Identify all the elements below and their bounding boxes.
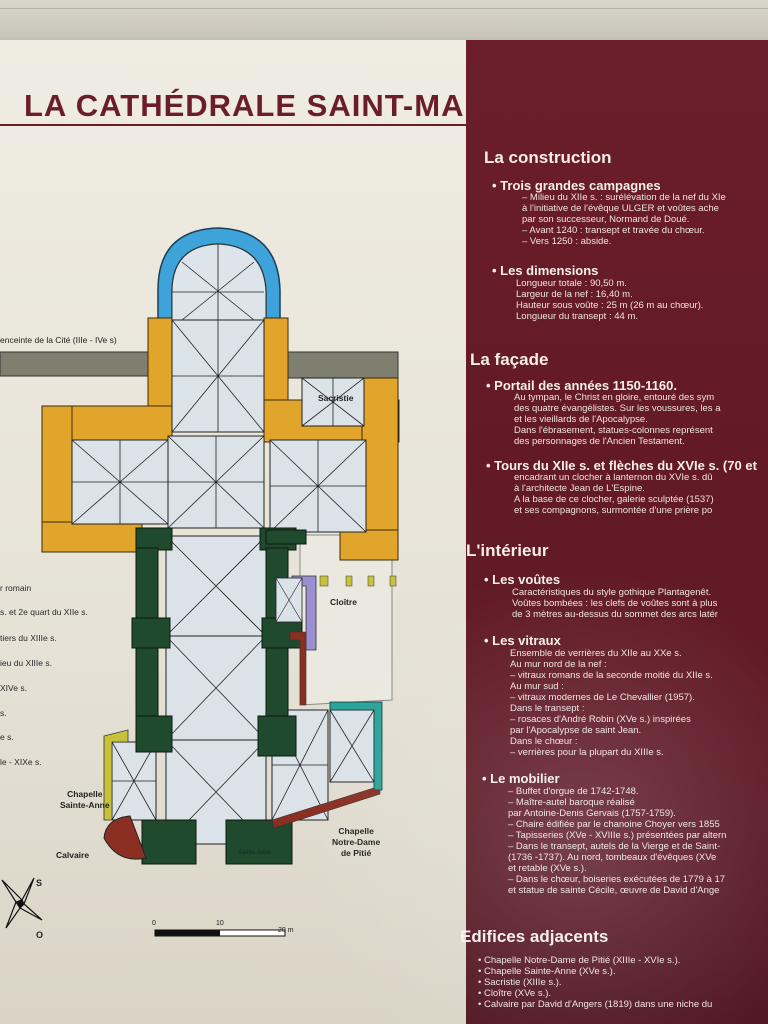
legend-item-5: s. [0,708,7,718]
text-panel [466,40,768,1024]
nave-wall-n1 [135,527,173,551]
compass-s: S [36,878,43,888]
item-vitraux-title: • Les vitraux [484,633,561,648]
enceinte-wall [0,351,161,377]
scale-zero: 0 [152,920,156,927]
sainte-anne-wall [103,729,129,821]
apse-interior [171,243,267,323]
item-tours-title: • Tours du XIIe s. et flèches du XVIe s.… [486,458,757,473]
scale-ten: 10 [216,920,224,927]
item-dimensions-title: • Les dimensions [492,263,599,278]
label-enceinte: enceinte de la Cité (IIIe - IVe s) [0,335,117,345]
item-tours-lines: encadrant un clocher à lanternon du XVIe… [514,472,714,516]
label-calvaire: Calvaire [56,850,90,860]
transept-south-bottom [339,529,399,561]
compass-icon [1,877,43,929]
stair-block [265,529,307,545]
item-dimensions-lines: Longueur totale : 90,50 m.Largeur de la … [516,278,704,322]
nave-pier-n2 [135,715,173,753]
west-tower-south [225,819,293,865]
item-mobilier-lines: – Buffet d'orgue de 1742-1748.– Maître-a… [508,786,727,896]
calvaire [103,815,147,860]
item-campagnes-title: • Trois grandes campagnes [492,178,661,193]
wall-joint [0,8,768,9]
notre-dame-teal [329,701,383,791]
scale-twenty: 20 m [278,927,294,934]
legend-item-0: r romain [0,583,32,593]
enceinte-wall-east [277,351,399,379]
heading-edifices: Edifices adjacents [460,927,609,946]
nave-pier-n1 [131,617,171,649]
heading-facade: La façade [470,350,549,369]
label-sacristie: Sacristie [318,393,354,403]
nave-pier-s2 [257,715,297,757]
legend-item-1: s. et 2e quart du XIIe s. [0,607,88,617]
heading-construction: La construction [484,148,612,167]
legend-item-3: ieu du XIIIe s. [0,658,52,668]
item-portail-title: • Portail des années 1150-1160. [486,378,678,393]
item-campagnes-lines: – Milieu du XIIe s. : surélévation de la… [522,192,726,247]
item-edifices-lines: • Chapelle Notre-Dame de Pitié (XIIIe - … [478,955,713,1010]
legend-item-4: XIVe s. [0,683,27,693]
heading-interieur: L'intérieur [466,541,549,560]
legend-item-6: e s. [0,732,14,742]
title-rule [0,124,768,126]
scale-bar [154,929,286,937]
west-tower-north [141,819,197,865]
label-cloitre: Cloître [330,597,357,607]
legend-item-2: tiers du XIIIe s. [0,633,57,643]
cloister-brown-wall [289,631,307,706]
item-mobilier-title: • Le mobilier [482,771,560,786]
item-voutes-lines: Caractéristiques du style gothique Plant… [512,587,718,620]
sign-title: LA CATHÉDRALE SAINT-MAURICE [24,88,566,123]
item-vitraux-lines: Ensemble de verrières du XIIe au XXe s.A… [510,648,713,758]
legend-item-7: le - XIXe s. [0,757,42,767]
transept-north-bottom [41,521,143,553]
notre-dame-brown-wall [271,785,381,829]
label-sanctuaire: Sainte-Anne [238,850,272,856]
item-voutes-title: • Les voûtes [484,572,561,587]
item-portail-lines: Au tympan, le Christ en gloire, entouré … [514,392,721,447]
compass-o: O [36,930,44,940]
